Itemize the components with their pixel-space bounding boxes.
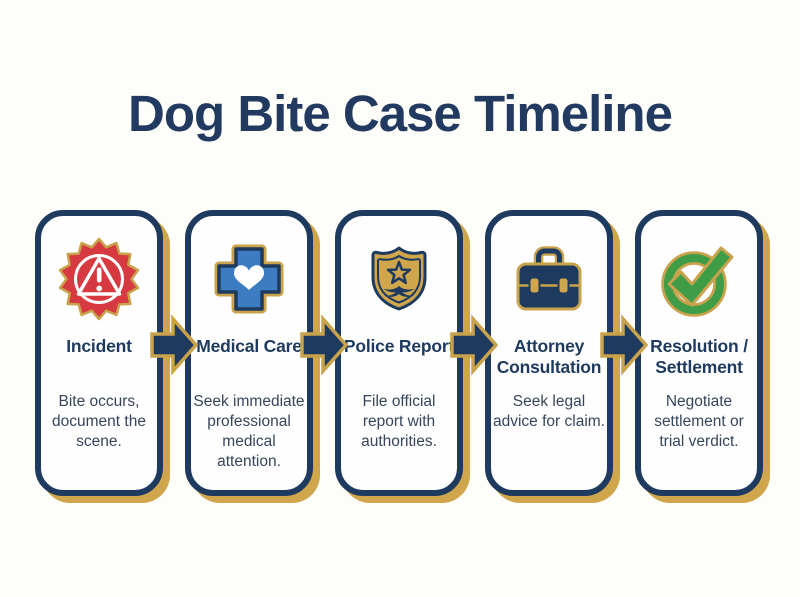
alert-seal-icon [41, 229, 157, 329]
card-description: File official report with authorities. [361, 393, 437, 451]
timeline-card-attorney-consultation: Attorney Consultation Seek legal advice … [485, 210, 613, 496]
arrow-right-icon [150, 314, 198, 376]
card-heading: Incident [66, 336, 132, 356]
medical-cross-icon [191, 229, 307, 329]
card-heading: Attorney Consultation [496, 336, 602, 377]
timeline-card-resolution-settlement: Resolution / Settlement Negotiate settle… [635, 210, 763, 496]
timeline-card-medical-care: Medical Care Seek immediate professional… [185, 210, 313, 496]
police-badge-icon [341, 229, 457, 329]
timeline-card-incident: Incident Bite occurs, document the scene… [35, 210, 163, 496]
arrow-right-icon [600, 314, 648, 376]
card-description: Bite occurs, document the scene. [52, 393, 146, 451]
briefcase-icon [491, 229, 607, 329]
card-heading: Medical Care [196, 336, 302, 356]
card-description: Seek immediate professional medical atte… [193, 393, 305, 471]
card-heading: Resolution / Settlement [650, 336, 748, 377]
card-heading: Police Report [343, 336, 455, 356]
timeline-card-police-report: Police Report File official report with … [335, 210, 463, 496]
card-description: Negotiate settlement or trial verdict. [654, 393, 744, 451]
check-circle-icon [641, 229, 757, 329]
arrow-right-icon [450, 314, 498, 376]
card-description: Seek legal advice for claim. [493, 393, 605, 431]
arrow-right-icon [300, 314, 348, 376]
page-title: Dog Bite Case Timeline [128, 85, 673, 142]
